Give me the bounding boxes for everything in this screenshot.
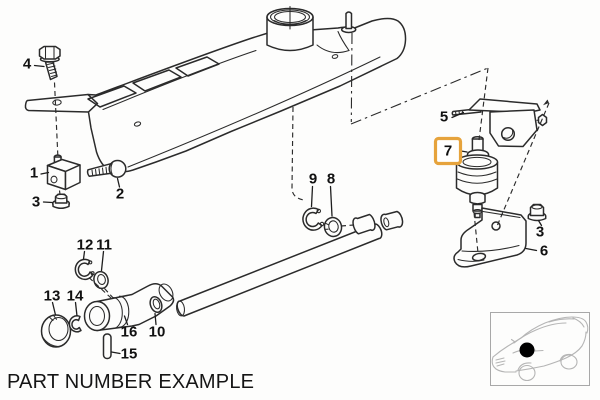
plate-crease-upper <box>102 49 257 111</box>
label-leader-lines <box>33 64 543 355</box>
part-12-snap-ring <box>74 258 95 281</box>
part-10-ring <box>149 296 163 313</box>
bolt4-axis-line <box>53 82 59 156</box>
page-caption: PART NUMBER EXAMPLE <box>7 371 255 393</box>
part-label-15[interactable]: 15 <box>121 346 138 363</box>
part-1-stop-block <box>46 154 81 191</box>
part-2-bolt <box>86 159 127 178</box>
plate-slot-3 <box>175 56 220 77</box>
washer11-axis-line <box>104 288 116 301</box>
part-location-dot <box>519 342 535 358</box>
part-label-4[interactable]: 4 <box>23 56 32 73</box>
plate-crease-lower <box>127 56 381 168</box>
switch-mount-bracket <box>468 98 548 148</box>
assembly-guide-lines-back <box>53 32 353 201</box>
shift-rod <box>175 223 383 317</box>
part-label-12[interactable]: 12 <box>77 237 94 254</box>
part-label-3[interactable]: 3 <box>32 194 40 211</box>
part-label-14[interactable]: 14 <box>67 288 84 305</box>
part-label-8[interactable]: 8 <box>327 171 335 188</box>
part-label-5[interactable]: 5 <box>440 109 448 126</box>
collar-inner-arc <box>273 19 307 26</box>
part-15-dowel-pin <box>102 333 112 360</box>
plate-guide-pin <box>340 11 357 34</box>
washer8-axis-line <box>340 224 355 227</box>
plate-slot-2 <box>132 69 182 92</box>
highlight-box-part-7[interactable] <box>433 136 463 166</box>
part-label-13[interactable]: 13 <box>44 288 61 305</box>
rod-end-cap <box>380 210 404 231</box>
part-3-nut-right <box>527 203 547 222</box>
part-8-washer <box>323 216 343 238</box>
rod-sleeve <box>352 213 376 235</box>
switch-axis-line-lower <box>473 212 479 254</box>
part-6-bracket <box>453 207 527 268</box>
plate-body <box>87 17 407 173</box>
part-label-1[interactable]: 1 <box>30 165 38 182</box>
assembly-guide-lines-front <box>88 67 550 301</box>
plate-slot-1 <box>87 85 137 108</box>
section-dashdot-line <box>350 67 489 125</box>
thumbnail-border <box>490 312 590 386</box>
part-14-ring <box>68 315 82 333</box>
plate-small-oval <box>331 54 339 59</box>
part-label-11[interactable]: 11 <box>96 237 112 254</box>
switch-axis-line-upper <box>478 67 489 141</box>
part-label-7[interactable]: 7 <box>444 143 452 160</box>
tab-hole <box>52 99 62 106</box>
part-11-washer <box>93 270 109 290</box>
shifter-collar-body <box>266 16 314 52</box>
part-label-3[interactable]: 3 <box>536 224 544 241</box>
assembly-arrowhead <box>543 99 549 106</box>
part-13-bearing-cup <box>40 314 72 348</box>
plate-small-hole <box>133 121 142 127</box>
car-location-thumbnail[interactable] <box>490 312 590 386</box>
part-7-switch <box>455 135 499 219</box>
part-16-selector-joint <box>83 283 175 332</box>
part-3-nut-left <box>51 193 71 210</box>
part-label-9[interactable]: 9 <box>309 171 317 188</box>
part-label-6[interactable]: 6 <box>540 243 548 260</box>
part-label-16[interactable]: 16 <box>121 324 138 341</box>
part-9-circlip <box>302 207 325 231</box>
pin-axis-line <box>350 32 353 123</box>
plate-boss-curve <box>316 30 350 54</box>
part-label-10[interactable]: 10 <box>149 324 166 341</box>
shifter-axis-line <box>291 106 305 201</box>
part-4-bolt <box>38 45 61 81</box>
cover-plate <box>24 5 407 173</box>
part-label-2[interactable]: 2 <box>116 186 124 203</box>
